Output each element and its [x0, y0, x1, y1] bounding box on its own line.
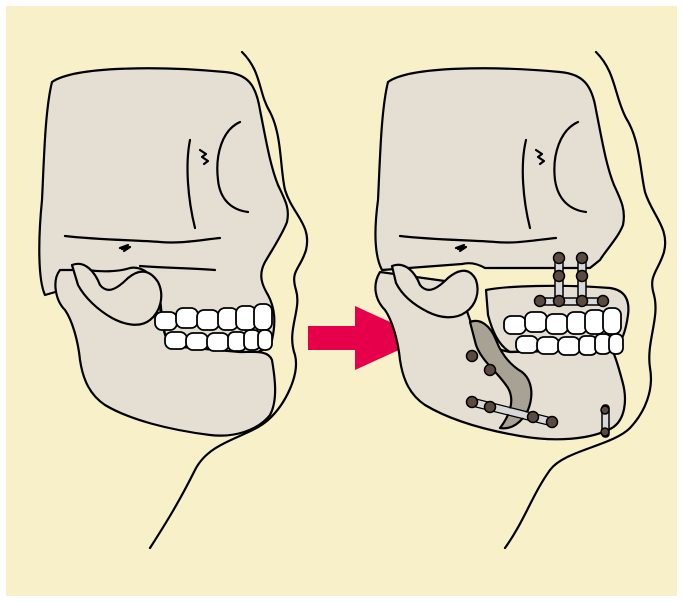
- plate-maxilla-horizontal: [538, 298, 604, 305]
- cranium-after: [375, 68, 624, 270]
